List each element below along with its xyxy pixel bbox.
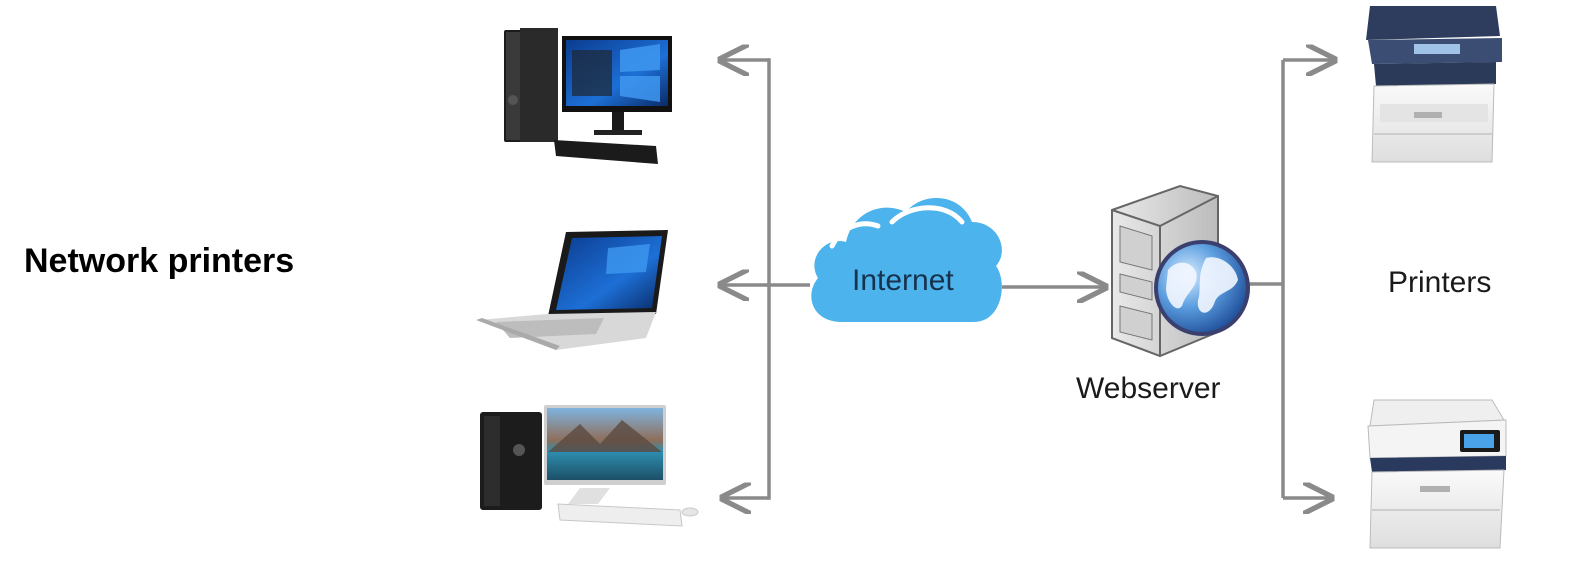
diagram-title: Network printers	[24, 242, 295, 280]
multifunction-printer-icon	[1366, 6, 1502, 163]
laptop-icon	[476, 230, 668, 350]
globe-icon	[1154, 240, 1250, 336]
left-connector	[720, 60, 810, 498]
all-in-one-pc-icon	[480, 405, 699, 527]
internet-label: Internet	[852, 264, 954, 297]
cloud-icon	[811, 198, 1002, 322]
desktop-tower-monitor-icon	[504, 28, 672, 164]
printers-label: Printers	[1388, 266, 1492, 299]
webserver-label: Webserver	[1076, 372, 1221, 405]
right-connector	[1244, 60, 1335, 498]
laser-printer-icon	[1367, 399, 1507, 549]
